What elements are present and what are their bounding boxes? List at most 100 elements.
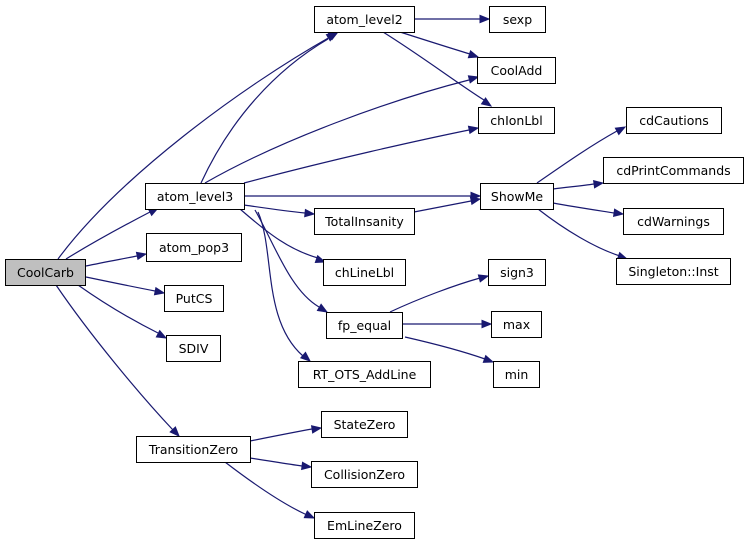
arrowhead-icon	[301, 461, 313, 471]
node-box	[146, 233, 242, 262]
arrowhead-icon	[155, 329, 168, 339]
node-sexp[interactable]: sexp	[489, 6, 546, 33]
node-singleton-inst[interactable]: Singleton::Inst	[616, 258, 731, 285]
node-label: Singleton::Inst	[628, 264, 718, 279]
node-box	[478, 107, 555, 134]
arrowhead-icon	[467, 49, 480, 59]
edge-line	[55, 284, 174, 431]
node-chionlbl[interactable]: chIonLbl	[478, 107, 555, 134]
arrowhead-icon	[481, 319, 493, 329]
node-label: sign3	[500, 265, 534, 280]
edge-showme-to-cdwarnings	[552, 202, 625, 217]
node-box	[314, 512, 415, 539]
node-emlinezero[interactable]: EmLineZero	[314, 512, 415, 539]
arrowhead-icon	[304, 208, 316, 218]
arrowhead-icon	[325, 32, 338, 42]
arrowhead-icon	[169, 426, 180, 437]
edge-fp-equal-to-min	[404, 336, 495, 363]
node-chlinelbl[interactable]: chLineLbl	[323, 259, 406, 286]
edge-line	[65, 211, 151, 260]
node-cdcautions[interactable]: cdCautions	[626, 107, 722, 134]
node-label: RT_OTS_AddLine	[313, 367, 417, 382]
node-label: ShowMe	[491, 189, 544, 204]
node-transitionzero[interactable]: TransitionZero	[136, 436, 251, 463]
node-box	[488, 259, 546, 286]
node-box	[166, 335, 221, 362]
node-box	[164, 285, 224, 312]
node-atom-level2[interactable]: atom_level2	[314, 6, 415, 33]
edge-transitionzero-to-collisionzero	[249, 457, 313, 471]
node-label: min	[505, 367, 529, 382]
node-label: CoolCarb	[17, 265, 74, 280]
arrowhead-icon	[612, 208, 625, 217]
edge-atom-level3-to-rt-ots-addline	[257, 211, 312, 362]
node-sdiv[interactable]: SDIV	[166, 335, 221, 362]
node-max[interactable]: max	[491, 311, 542, 338]
node-box	[493, 361, 540, 388]
node-min[interactable]: min	[493, 361, 540, 388]
edge-coolcarb-to-atom-level2	[57, 31, 340, 260]
edge-line	[536, 130, 618, 184]
node-label: TotalInsanity	[324, 214, 404, 229]
edge-atom-level3-to-cooladd	[204, 75, 480, 184]
node-cdwarnings[interactable]: cdWarnings	[623, 208, 724, 235]
edge-coolcarb-to-sdiv	[77, 284, 168, 339]
edge-line	[552, 183, 595, 190]
edge-atom-level3-to-showme	[244, 191, 482, 201]
edge-line	[239, 208, 319, 259]
node-showme[interactable]: ShowMe	[480, 183, 554, 210]
node-box	[626, 107, 722, 134]
edge-atom-level2-to-cooladd	[399, 31, 480, 59]
node-sign3[interactable]: sign3	[488, 259, 546, 286]
node-fp-equal[interactable]: fp_equal	[326, 312, 403, 339]
node-label: chIonLbl	[490, 113, 542, 128]
node-box	[5, 259, 86, 286]
edge-fp-equal-to-sign3	[389, 274, 490, 313]
edge-coolcarb-to-atom-level3	[65, 207, 160, 260]
node-cdprintcommands[interactable]: cdPrintCommands	[603, 157, 744, 184]
node-atom-level3[interactable]: atom_level3	[145, 183, 245, 210]
node-coolcarb[interactable]: CoolCarb	[5, 259, 86, 286]
node-box	[477, 57, 556, 84]
node-box	[314, 208, 415, 235]
edge-line	[254, 209, 320, 308]
edge-line	[57, 36, 331, 260]
edge-line	[85, 255, 138, 267]
arrowhead-icon	[299, 351, 312, 362]
node-label: atom_level3	[157, 189, 233, 204]
node-statezero[interactable]: StateZero	[321, 411, 408, 438]
node-putcs[interactable]: PutCS	[164, 285, 224, 312]
node-label: fp_equal	[338, 318, 391, 333]
node-box	[603, 157, 744, 184]
node-atom-pop3[interactable]: atom_pop3	[146, 233, 242, 262]
node-label: cdPrintCommands	[616, 163, 730, 178]
node-cooladd[interactable]: CoolAdd	[477, 57, 556, 84]
arrowhead-icon	[469, 196, 482, 206]
edge-transitionzero-to-statezero	[249, 425, 323, 442]
node-rt-ots-addline[interactable]: RT_OTS_AddLine	[298, 361, 431, 388]
edge-line	[204, 79, 470, 184]
arrowhead-icon	[314, 254, 327, 264]
node-box	[323, 259, 406, 286]
node-box	[480, 183, 554, 210]
node-box	[489, 6, 546, 33]
node-box	[145, 183, 245, 210]
node-box	[623, 208, 724, 235]
node-label: TransitionZero	[148, 442, 238, 457]
node-box	[491, 311, 542, 338]
arrowhead-icon	[303, 510, 316, 519]
node-totalinsanity[interactable]: TotalInsanity	[314, 208, 415, 235]
node-label: chLineLbl	[335, 265, 394, 280]
node-collisionzero[interactable]: CollisionZero	[311, 461, 418, 488]
node-label: EmLineZero	[327, 518, 402, 533]
node-box	[314, 6, 415, 33]
edge-showme-to-cdcautions	[536, 126, 627, 184]
node-box	[326, 312, 403, 339]
edge-line	[77, 284, 159, 334]
edge-line	[404, 336, 486, 360]
call-graph-edges	[55, 14, 629, 519]
edge-line	[382, 31, 485, 101]
arrowhead-icon	[310, 425, 323, 434]
